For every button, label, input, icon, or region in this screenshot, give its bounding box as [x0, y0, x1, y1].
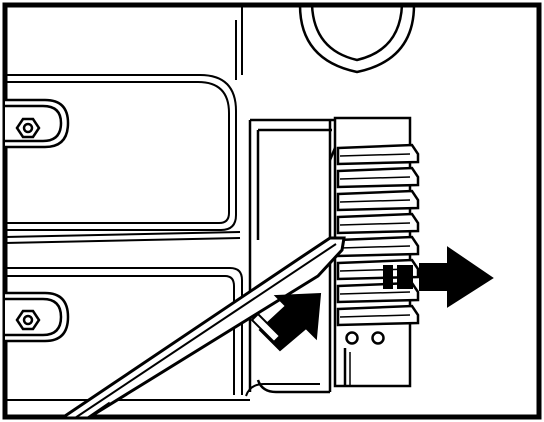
connector-fin-edge [339, 153, 411, 157]
connector-fin-edge [339, 199, 411, 203]
connector-fin-edge [339, 291, 411, 295]
housing-panels [4, 5, 320, 401]
connector-fin-edge [339, 222, 411, 226]
connector-module [328, 116, 420, 388]
screwdriver-icon [57, 236, 346, 420]
push-arrow-icon [250, 292, 322, 352]
hex-bolt-lower [5, 291, 70, 343]
connector-fin-edge [339, 176, 411, 180]
pull-out-arrow-icon [383, 246, 494, 308]
hex-bolt-upper [5, 98, 70, 149]
round-boss [298, 4, 416, 74]
connector-fin-edge [339, 314, 411, 318]
connector-fin-edge [339, 245, 411, 249]
connector-slot [248, 118, 340, 394]
